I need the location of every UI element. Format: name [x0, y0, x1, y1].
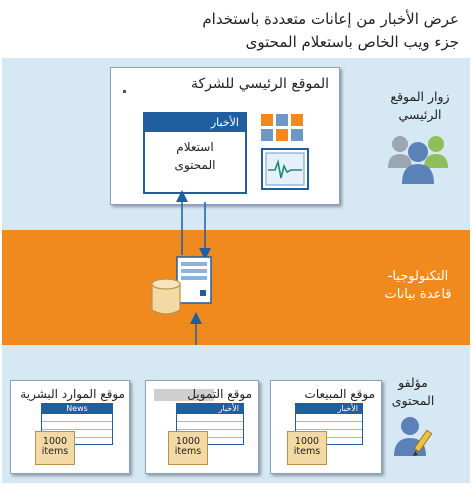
main-company-site: الموقع الرئيسي للشركة الأخبار استعلام ال… — [110, 67, 340, 205]
diagram-title-line2: جزء ويب الخاص باستعلام المحتوى — [245, 33, 459, 51]
news-list-header-hr: News — [42, 404, 112, 414]
item-count-sales: 1000 — [294, 436, 320, 447]
technology-label-line1: التكنولوجيا- — [387, 269, 449, 284]
tiles-icon — [261, 114, 315, 144]
news-body-line1: استعلام — [176, 140, 214, 154]
news-web-part: الأخبار استعلام المحتوى — [143, 112, 247, 194]
item-unit-hr: items — [41, 446, 69, 457]
folder-icon-finance: 1000 items — [168, 431, 208, 465]
authors-label: مؤلفو المحتوى — [378, 374, 448, 410]
visitors-label-line2: الرئيسي — [398, 107, 442, 122]
item-count-finance: 1000 — [175, 436, 201, 447]
visitors-label: زوار الموقع الرئيسي — [372, 88, 468, 124]
news-body-line2: المحتوى — [174, 158, 216, 172]
site-box-hr: موقع الموارد البشرية News 1000 items — [10, 380, 130, 474]
authors-label-line1: مؤلفو — [398, 375, 428, 390]
folder-icon-sales: 1000 items — [287, 431, 327, 465]
site-title-sales: موقع المبيعات — [304, 387, 375, 401]
dot-marker — [123, 90, 126, 93]
news-web-part-header: الأخبار — [145, 114, 245, 132]
site-title-finance: موقع التمويل — [187, 387, 252, 401]
diagram-title-line1: عرض الأخبار من إعانات متعددة باستخدام — [202, 10, 459, 28]
visitors-label-line1: زوار الموقع — [390, 89, 450, 104]
site-box-sales: موقع المبيعات الأخبار 1000 items — [270, 380, 382, 474]
site-box-finance: موقع التمويل الأخبار 1000 items — [145, 380, 259, 474]
database-icon — [150, 278, 182, 316]
folder-icon-hr: 1000 items — [35, 431, 75, 465]
news-list-header-finance: الأخبار — [177, 404, 243, 414]
main-site-title: الموقع الرئيسي للشركة — [191, 76, 329, 92]
item-unit-sales: items — [293, 446, 321, 457]
technology-layer-band — [2, 230, 470, 345]
author-pencil-icon — [392, 414, 436, 458]
technology-label: التكنولوجيا- قاعدة بيانات — [368, 268, 468, 304]
news-list-header-sales: الأخبار — [296, 404, 362, 414]
server-icon — [176, 256, 212, 304]
item-count-hr: 1000 — [42, 436, 68, 447]
activity-monitor-icon — [261, 148, 309, 190]
authors-label-line2: المحتوى — [391, 393, 435, 408]
visitors-group-icon — [386, 128, 450, 186]
site-title-hr: موقع الموارد البشرية — [20, 387, 125, 401]
technology-label-line2: قاعدة بيانات — [384, 287, 452, 302]
finance-title-bar — [154, 389, 214, 401]
item-unit-finance: items — [174, 446, 202, 457]
